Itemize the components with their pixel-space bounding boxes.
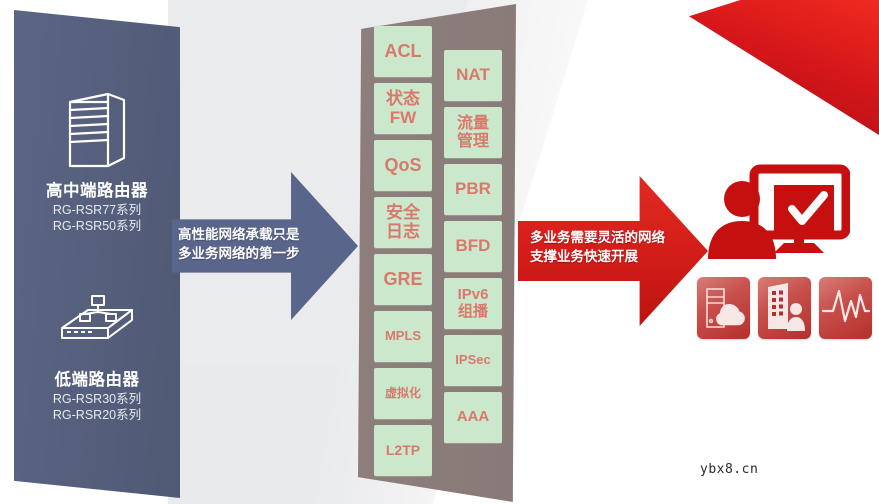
network-features-column: ACL 状态 FW QoS 安全 日志 GRE MPLS 虚拟化 L2TP NAT 流量 管理 P… bbox=[358, 4, 516, 502]
feature-chip[interactable]: IPv6 组播 bbox=[444, 278, 502, 329]
red-arrow-label: 多业务需要灵活的网络 支撑业务快速开展 bbox=[530, 230, 665, 264]
feature-chip[interactable]: BFD bbox=[444, 221, 502, 272]
cloud-server-icon bbox=[697, 277, 750, 339]
feature-column-left: ACL 状态 FW QoS 安全 日志 GRE MPLS 虚拟化 L2TP bbox=[358, 4, 516, 502]
feature-chip[interactable]: NAT bbox=[444, 50, 502, 101]
feature-chip[interactable]: IPSec bbox=[444, 335, 502, 386]
router-products-panel: 高中端路由器 RG-RSR77系列 RG-RSR50系列 bbox=[14, 10, 180, 498]
user-monitor-check-icon bbox=[702, 163, 851, 273]
feature-chip[interactable]: PBR bbox=[444, 164, 502, 215]
feature-chip[interactable]: AAA bbox=[444, 392, 502, 443]
background-red-wedge bbox=[689, 0, 879, 135]
feature-chip[interactable]: 安全 日志 bbox=[374, 197, 432, 248]
feature-chip[interactable]: 流量 管理 bbox=[444, 107, 502, 158]
watermark-text: ybx8.cn bbox=[700, 462, 759, 477]
red-transition-arrow: 多业务需要灵活的网络 支撑业务快速开展 bbox=[518, 176, 708, 326]
network-switch-icon bbox=[58, 288, 136, 350]
feature-chip[interactable]: GRE bbox=[374, 254, 432, 305]
server-rack-icon bbox=[64, 82, 130, 170]
blue-transition-arrow: 高性能网络承载只是 多业务网络的第一步 bbox=[172, 172, 358, 320]
feature-chip[interactable]: QoS bbox=[374, 140, 432, 191]
feature-chip[interactable]: 虚拟化 bbox=[374, 368, 432, 419]
heartbeat-pulse-icon bbox=[819, 277, 872, 339]
product-group-models-1: RG-RSR77系列 RG-RSR50系列 bbox=[52, 203, 142, 233]
feature-chip[interactable]: L2TP bbox=[374, 425, 432, 476]
feature-chip[interactable]: 状态 FW bbox=[374, 83, 432, 134]
feature-chip[interactable]: MPLS bbox=[374, 311, 432, 362]
feature-chip[interactable]: ACL bbox=[374, 26, 432, 77]
product-group-models-2: RG-RSR30系列 RG-RSR20系列 bbox=[52, 392, 142, 422]
building-user-icon bbox=[758, 277, 811, 339]
service-tiles bbox=[697, 277, 873, 341]
product-group-title-2: 低端路由器 bbox=[54, 371, 140, 389]
blue-arrow-label: 高性能网络承载只是 多业务网络的第一步 bbox=[178, 227, 300, 261]
product-group-title-1: 高中端路由器 bbox=[46, 182, 148, 200]
